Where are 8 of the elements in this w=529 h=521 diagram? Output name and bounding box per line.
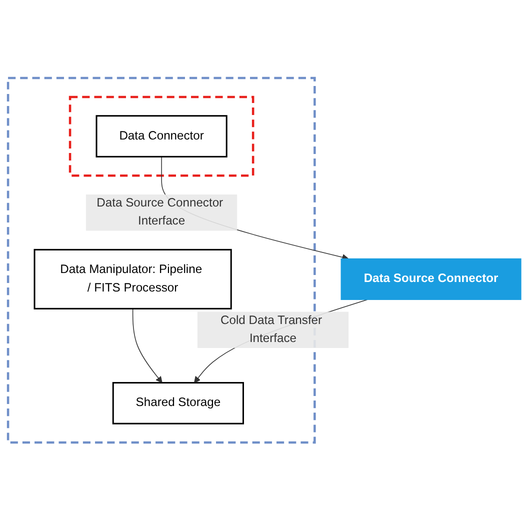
- node-box: Data Connector: [96, 115, 228, 158]
- cluster: [68, 96, 254, 177]
- node-box: Data Source Connector: [340, 258, 522, 300]
- node-box: Data Manipulator: Pipeline / FITS Processor: [34, 249, 232, 310]
- edge-label: Cold Data Transfer Interface: [220, 314, 322, 346]
- arrow: [132, 308, 162, 384]
- node-box: Shared Storage: [112, 382, 244, 425]
- edge-label: Data Source Connector Interface: [96, 196, 224, 228]
